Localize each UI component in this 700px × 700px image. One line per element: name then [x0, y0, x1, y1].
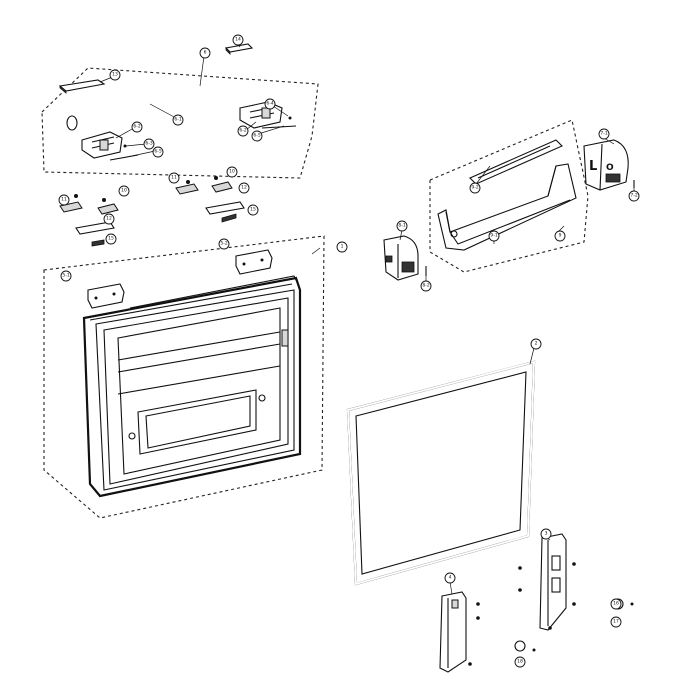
callout-15-left: 15 [105, 233, 117, 245]
svg-text:6-2: 6-2 [133, 124, 140, 130]
callout-11-right: 11 [168, 172, 180, 184]
callout-10-left: 10 [118, 185, 130, 197]
cap-glyph-left: L [589, 159, 597, 174]
svg-text:5-1: 5-1 [62, 273, 69, 279]
svg-text:12: 12 [241, 185, 247, 191]
svg-text:16: 16 [613, 601, 619, 607]
callout-8-1: 8-1 [396, 220, 408, 232]
callout-17: 17 [610, 616, 622, 628]
svg-text:9-2: 9-2 [471, 185, 478, 191]
svg-text:6-1: 6-1 [174, 117, 181, 123]
svg-text:6-4: 6-4 [266, 101, 273, 107]
callout-6-2-right: 6-2 [237, 125, 249, 137]
handle-assembly [41, 67, 319, 179]
callout-16: 16 [610, 598, 622, 610]
basket-cap-left [383, 235, 427, 281]
callout-15-right: 15 [247, 204, 259, 216]
callout-9-1: 9-1 [488, 230, 500, 242]
svg-text:15: 15 [250, 207, 256, 213]
svg-text:17: 17 [613, 619, 619, 625]
callout-9-2: 9-2 [469, 182, 481, 194]
svg-text:2: 2 [535, 341, 538, 347]
slide-rail-bracket-3 [518, 533, 576, 631]
hinge-parts-left [59, 194, 119, 247]
svg-text:11: 11 [171, 175, 177, 181]
svg-text:11: 11 [61, 197, 67, 203]
callout-5-2: 5-2 [218, 238, 230, 250]
callout-7-1: 7-1 [598, 128, 610, 140]
svg-text:4: 4 [449, 575, 452, 581]
callout-12-left: 12 [103, 213, 115, 225]
cover-plate-13 [58, 79, 106, 94]
callout-3: 3 [540, 528, 552, 540]
callout-6: 6 [199, 47, 211, 59]
svg-text:8-1: 8-1 [398, 223, 405, 229]
svg-text:1: 1 [341, 244, 344, 250]
callout-1: 1 [336, 241, 348, 253]
callout-12-right: 12 [238, 182, 250, 194]
callout-18: 18 [514, 656, 526, 668]
callout-7-2: 7-2 [628, 190, 640, 202]
basket-cap-right: L O [583, 139, 635, 191]
callout-13: 13 [109, 69, 121, 81]
svg-text:6: 6 [204, 50, 207, 56]
svg-text:8-2: 8-2 [422, 283, 429, 289]
svg-text:6-5: 6-5 [154, 149, 161, 155]
svg-text:7-1: 7-1 [600, 131, 607, 137]
svg-text:3: 3 [545, 531, 548, 537]
callout-6-3: 6-3 [143, 138, 155, 150]
cover-plate-14 [224, 43, 254, 55]
cap-glyph-right: O [606, 163, 614, 173]
callout-6-1: 6-1 [172, 114, 184, 126]
callout-5-1: 5-1 [60, 270, 72, 282]
svg-text:10: 10 [229, 169, 235, 175]
leader-lines [99, 43, 635, 595]
svg-text:14: 14 [235, 37, 241, 43]
callout-11-left: 11 [58, 194, 70, 206]
door-gasket [346, 360, 536, 586]
door-basket-assembly [429, 119, 589, 273]
callouts: 13 14 6 6-1 6-2 6-3 6-2 6-5 6-4 6-5 11 1… [58, 34, 640, 668]
svg-text:18: 18 [517, 659, 523, 665]
callout-14: 14 [232, 34, 244, 46]
callout-10-right: 10 [226, 166, 238, 178]
callout-6-5-left: 6-5 [152, 146, 164, 158]
svg-text:7-2: 7-2 [630, 193, 637, 199]
slide-rail-bracket-4 [439, 591, 480, 673]
callout-2: 2 [530, 338, 542, 350]
svg-text:5-2: 5-2 [220, 241, 227, 247]
callout-8-2: 8-2 [420, 280, 432, 292]
svg-text:6-5: 6-5 [253, 133, 260, 139]
svg-text:6-2: 6-2 [239, 128, 246, 134]
svg-text:9-1: 9-1 [490, 233, 497, 239]
svg-text:10: 10 [121, 188, 127, 194]
hinge-parts-right [175, 176, 245, 223]
svg-text:15: 15 [108, 236, 114, 242]
svg-text:9: 9 [559, 233, 562, 239]
callout-6-5-right: 6-5 [251, 130, 263, 142]
svg-text:6-3: 6-3 [145, 141, 152, 147]
callout-6-2-left: 6-2 [131, 121, 143, 133]
callout-6-4: 6-4 [264, 98, 276, 110]
door-assembly [43, 235, 325, 519]
callout-4: 4 [444, 572, 456, 584]
callout-9: 9 [554, 230, 566, 242]
svg-text:13: 13 [112, 72, 118, 78]
svg-text:12: 12 [106, 216, 112, 222]
